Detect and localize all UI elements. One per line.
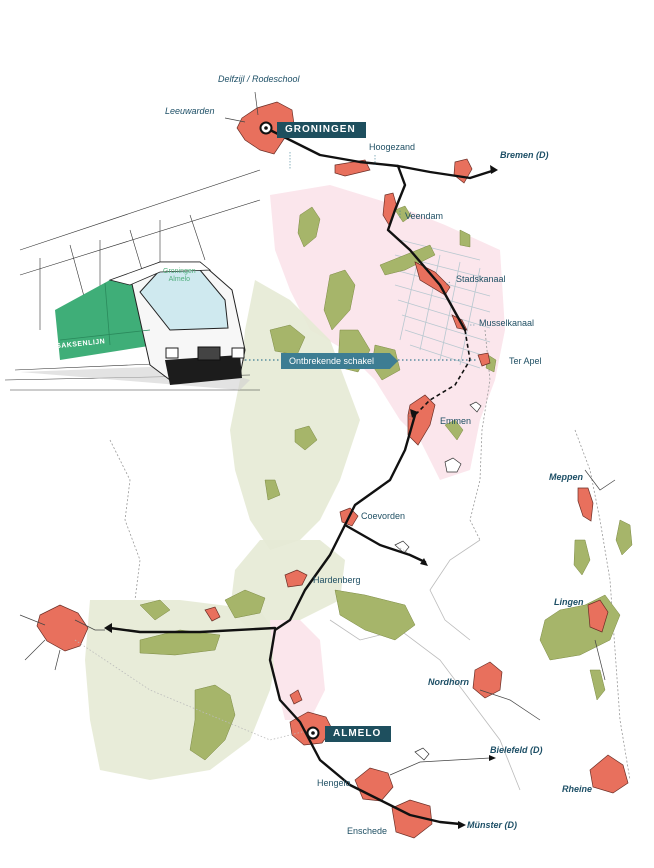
city-enschede: [391, 799, 433, 839]
train-roof-white: [108, 261, 212, 286]
rail-groningen-almelo: [264, 126, 467, 332]
label-coevorden: Coevorden: [361, 511, 406, 521]
city-small-2: [289, 689, 303, 705]
city-small-1: [204, 606, 221, 622]
label-bielefeld: Bielefeld (D): [490, 745, 543, 755]
arrow-coevorden-east-icon: [420, 558, 428, 566]
label-almelo: ALMELO: [325, 726, 392, 742]
roads: [19, 91, 616, 776]
label-lingen: Lingen: [554, 597, 584, 607]
train-light-left: [165, 347, 179, 359]
label-musselkanaal: Musselkanaal: [479, 318, 535, 328]
city-rheine: [589, 754, 629, 794]
label-stadskanaal: Stadskanaal: [456, 274, 506, 284]
city-meppen: [577, 487, 594, 522]
label-veendam: Veendam: [405, 211, 444, 221]
label-hardenberg: Hardenberg: [313, 575, 361, 585]
label-emmen: Emmen: [440, 416, 472, 426]
arrow-bielefeld-icon: [489, 755, 496, 761]
label-bremen: Bremen (D): [500, 150, 549, 160]
green-zone-twente: [85, 600, 280, 780]
canal-grid: [394, 239, 491, 369]
arrow-munster-icon: [458, 821, 466, 829]
label-hengelo: Hengelo: [317, 778, 351, 788]
train-coupler: [197, 346, 221, 361]
peat-colony-zone: [270, 185, 505, 480]
label-nordhorn: Nordhorn: [428, 677, 469, 687]
pink-zone-south: [270, 620, 325, 720]
route-arrow-icons: [104, 165, 498, 829]
city-bremen-edge: [453, 158, 473, 184]
city-ter-apel: [477, 352, 491, 367]
label-groningen: GRONINGEN: [277, 122, 366, 138]
train-light-right: [231, 347, 245, 359]
arrow-zwolle-icon: [104, 623, 112, 633]
rail-zwolle: [108, 626, 277, 634]
green-zone-north: [230, 280, 360, 550]
label-ter-apel: Ter Apel: [509, 356, 542, 366]
train-body-green: [55, 275, 155, 360]
city-nordhorn: [472, 661, 503, 699]
rail-emmen-almelo: [268, 413, 462, 826]
station-ring-icons: [259, 121, 320, 740]
rail-coevorden-east: [343, 523, 427, 564]
label-hoogezand: Hoogezand: [369, 142, 416, 152]
label-munster: Münster (D): [467, 820, 517, 830]
label-missing-link: Ontbrekende schakel: [281, 353, 398, 369]
label-enschede: Enschede: [347, 826, 388, 836]
label-rheine: Rheine: [562, 784, 593, 794]
village-outlines: [394, 401, 482, 761]
city-emmen: [407, 394, 436, 446]
missing-link-dashed: [414, 329, 471, 416]
city-hardenberg: [284, 569, 308, 588]
city-lingen: [587, 599, 609, 633]
train-front-dark: [165, 355, 242, 385]
landscape-zones: [85, 185, 505, 780]
leader-lines: [289, 152, 475, 420]
rail-groningen-bremen: [396, 164, 497, 180]
railway-lines: [108, 126, 497, 826]
border-lines: [109, 329, 631, 791]
label-meppen: Meppen: [549, 472, 584, 482]
city-zwolle: [36, 604, 89, 652]
label-leeuwarden: Leeuwarden: [165, 106, 215, 116]
train-destination-display: Groningen Almelo: [163, 268, 196, 283]
arrow-emmen-south-icon: [410, 409, 418, 418]
arrow-bremen-icon: [490, 165, 498, 174]
train-illustration: [4, 169, 261, 391]
label-delfzijl: Delfzijl / Rodeschool: [218, 74, 300, 84]
